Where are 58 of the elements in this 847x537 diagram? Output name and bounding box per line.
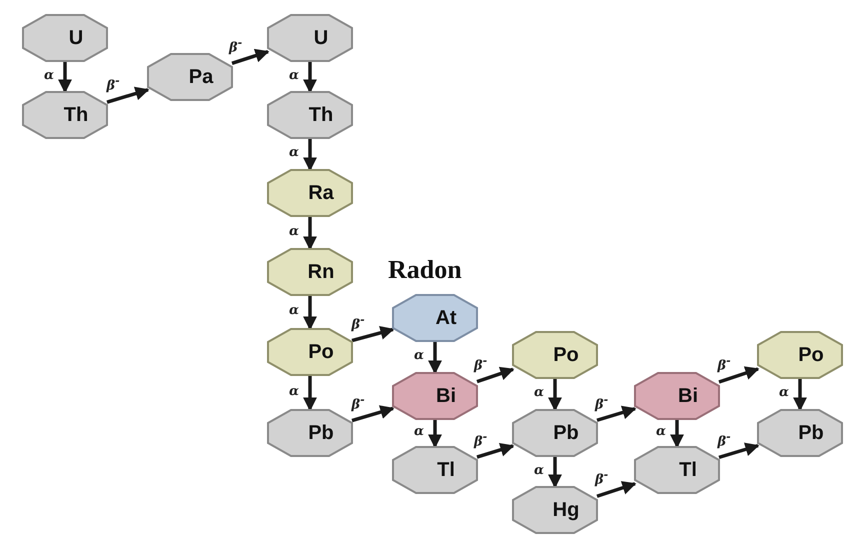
decay-arrow <box>548 456 562 488</box>
nuclide-octagon <box>392 372 478 420</box>
element-symbol: Th <box>308 104 334 126</box>
element-symbol: Tl <box>679 458 697 482</box>
decay-arrow <box>476 366 514 384</box>
decay-arrow <box>596 406 636 422</box>
decay-arrow <box>596 481 636 498</box>
element-symbol: Ra <box>308 182 334 204</box>
nuclide-octagon <box>147 53 233 101</box>
element-symbol: Pb <box>553 422 579 444</box>
nuclide-octagon <box>267 328 353 376</box>
nuclide-octagon <box>267 409 353 457</box>
decay-arrow <box>303 216 317 250</box>
decay-arrow <box>231 48 270 66</box>
element-symbol: Pb <box>308 422 334 444</box>
nuclide-octagon <box>757 331 843 379</box>
nuclide-octagon <box>757 409 843 457</box>
decay-arrow <box>718 366 760 384</box>
element-symbol: U <box>68 26 84 50</box>
nuclide-octagon <box>634 372 720 420</box>
element-symbol: Pb <box>798 422 824 444</box>
decay-arrow <box>303 375 317 412</box>
heading-label: Radon <box>388 255 462 285</box>
nuclide-octagon <box>392 294 478 342</box>
element-symbol: Po <box>308 340 334 364</box>
nuclide-octagon <box>512 486 598 534</box>
decay-arrow <box>303 61 317 94</box>
element-symbol: Hg <box>552 498 580 522</box>
element-symbol: Bi <box>678 384 698 408</box>
element-symbol: Rn <box>308 260 334 284</box>
decay-arrow <box>58 61 72 94</box>
decay-arrow <box>670 419 684 448</box>
nuclide-octagon <box>267 248 353 296</box>
decay-arrow <box>476 442 514 459</box>
decay-arrow <box>718 442 760 460</box>
decay-arrow <box>352 326 394 342</box>
nuclide-octagon <box>22 14 108 62</box>
decay-arrow <box>106 86 150 104</box>
decay-arrow <box>303 295 317 330</box>
nuclide-octagon <box>267 14 353 62</box>
element-symbol: Pa <box>188 66 214 88</box>
element-symbol: At <box>435 306 457 330</box>
decay-arrow <box>352 405 394 422</box>
nuclide-octagon <box>267 91 353 139</box>
decay-arrow <box>428 341 442 374</box>
element-symbol: Th <box>64 104 88 126</box>
element-symbol: Po <box>798 344 824 366</box>
decay-arrow <box>303 138 317 172</box>
decay-arrow <box>548 378 562 412</box>
decay-arrow <box>428 419 442 448</box>
nuclide-octagon <box>267 169 353 217</box>
nuclide-octagon <box>512 331 598 379</box>
element-symbol: Tl <box>437 458 455 482</box>
nuclide-octagon <box>22 91 108 139</box>
element-symbol: Po <box>553 344 579 366</box>
element-symbol: U <box>314 26 328 50</box>
element-symbol: Bi <box>436 384 456 408</box>
decay-arrow <box>793 378 807 412</box>
